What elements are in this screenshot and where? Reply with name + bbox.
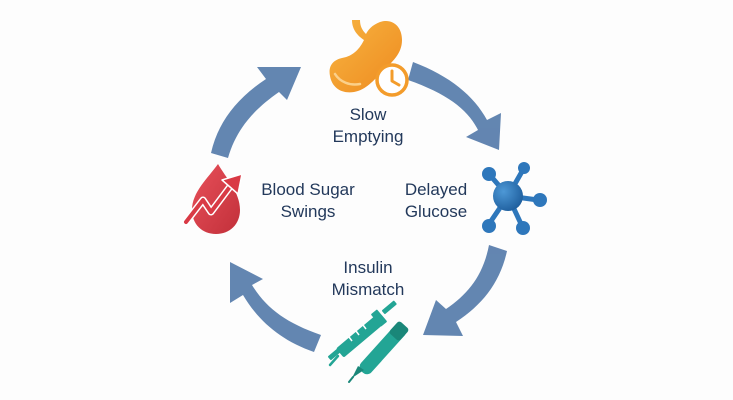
blood-drop-trend-icon [182,164,243,234]
molecule-icon [482,162,547,235]
stomach-clock-icon [329,20,409,97]
syringe-pen-icon [327,300,409,383]
step-label-delayed-glucose: Delayed Glucose [392,179,480,223]
step-label-line: Mismatch [331,280,405,299]
step-label-line: Slow [349,105,387,124]
step-label-line: Glucose [404,202,468,221]
arrow-bottom-right [423,245,507,336]
arrow-top-left [211,67,301,158]
step-label-insulin-mismatch: Insulin Mismatch [318,257,418,301]
step-label-slow-emptying: Slow Emptying [318,104,418,148]
step-label-blood-sugar-swings: Blood Sugar Swings [252,179,364,223]
step-label-line: Blood Sugar [261,180,355,199]
step-label-line: Insulin [343,258,393,277]
step-label-line: Delayed [404,180,468,199]
step-label-line: Emptying [332,127,404,146]
step-label-line: Swings [280,202,336,221]
arrow-bottom-left [230,262,321,352]
arrow-top-right [408,62,501,150]
